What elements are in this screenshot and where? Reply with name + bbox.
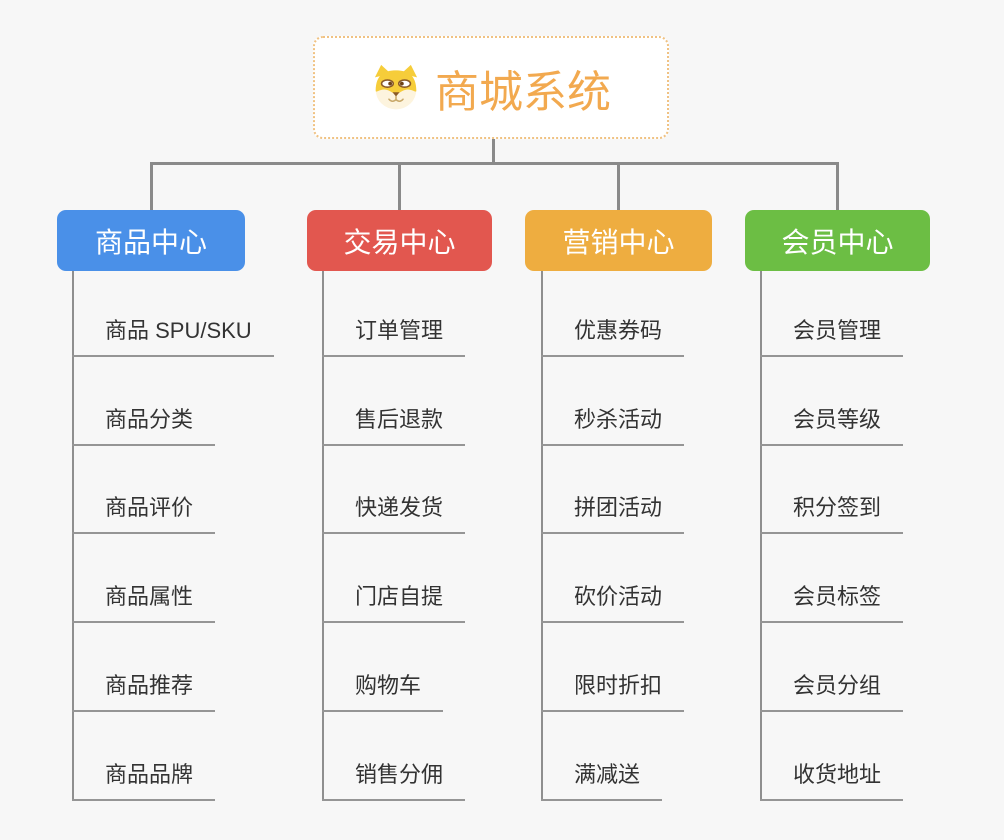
leaf-topic[interactable]: 商品分类 <box>72 404 216 446</box>
leaf-topic[interactable]: 砍价活动 <box>541 581 685 623</box>
column-trunk-connector <box>322 271 324 801</box>
leaf-topic[interactable]: 拼团活动 <box>541 492 685 534</box>
leaf-topic[interactable]: 收货地址 <box>760 759 904 801</box>
leaf-topic[interactable]: 快递发货 <box>322 492 466 534</box>
branch-drop-connector <box>149 162 153 210</box>
column-trunk-connector <box>760 271 762 801</box>
branch-bus-connector <box>149 162 839 165</box>
leaf-topic[interactable]: 商品评价 <box>72 492 216 534</box>
branch-drop-connector <box>836 162 839 210</box>
branch-node-label: 营销中心 <box>562 226 675 258</box>
branch-node-member-center[interactable]: 会员中心 <box>745 210 930 271</box>
column-trunk-connector <box>72 271 74 801</box>
leaf-topic[interactable]: 秒杀活动 <box>541 404 685 446</box>
branch-node-product-center[interactable]: 商品中心 <box>57 210 245 271</box>
root-node-title: 商城系统 <box>435 67 611 117</box>
branch-drop-connector <box>617 162 620 210</box>
branch-node-marketing-center[interactable]: 营销中心 <box>525 210 712 271</box>
leaf-topic[interactable]: 商品推荐 <box>72 670 216 712</box>
leaf-topic[interactable]: 积分签到 <box>760 492 904 534</box>
leaf-topic[interactable]: 商品 SPU/SKU <box>72 315 274 357</box>
leaf-topic[interactable]: 门店自提 <box>322 581 466 623</box>
leaf-topic[interactable]: 优惠券码 <box>541 315 685 357</box>
leaf-topic[interactable]: 商品品牌 <box>72 759 216 801</box>
root-node[interactable]: 商城系统 <box>313 36 669 139</box>
leaf-topic[interactable]: 销售分佣 <box>322 759 466 801</box>
leaf-topic[interactable]: 会员等级 <box>760 404 904 446</box>
root-stem-connector <box>491 139 495 164</box>
leaf-topic[interactable]: 购物车 <box>322 670 444 712</box>
leaf-topic[interactable]: 限时折扣 <box>541 670 685 712</box>
leaf-topic[interactable]: 会员标签 <box>760 581 904 623</box>
leaf-topic[interactable]: 会员分组 <box>760 670 904 712</box>
leaf-topic[interactable]: 订单管理 <box>322 315 466 357</box>
branch-node-trade-center[interactable]: 交易中心 <box>307 210 492 271</box>
leaf-topic[interactable]: 会员管理 <box>760 315 904 357</box>
branch-node-label: 会员中心 <box>781 226 894 258</box>
column-trunk-connector <box>541 271 543 801</box>
branch-node-label: 交易中心 <box>343 226 456 258</box>
branch-drop-connector <box>398 162 401 210</box>
dog-face-icon <box>374 64 418 110</box>
leaf-topic[interactable]: 商品属性 <box>72 581 216 623</box>
leaf-topic[interactable]: 售后退款 <box>322 404 466 446</box>
branch-node-label: 商品中心 <box>94 226 207 258</box>
leaf-topic[interactable]: 满减送 <box>541 759 663 801</box>
